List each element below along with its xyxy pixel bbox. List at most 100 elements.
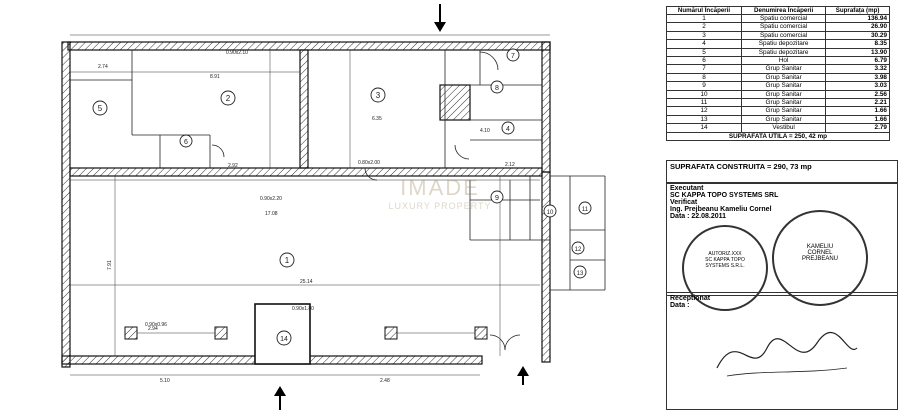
room-number: 6: [184, 139, 188, 146]
receptionat-box: Receptionat Data :: [666, 292, 898, 410]
cell-room-name: Grup Sanitar: [741, 89, 827, 100]
dim-door-b: 0.80x2.00: [358, 160, 380, 166]
dim-door-a: 0.90x2.10: [226, 50, 248, 56]
receptionat-label: Receptionat: [670, 295, 711, 302]
room-number: 4: [506, 126, 510, 133]
cell-room-number: 10: [665, 89, 743, 100]
receptionat-date: Data :: [670, 302, 690, 309]
dim-total-width: 25.14: [300, 279, 313, 285]
dim-room3-width: 6.35: [372, 116, 382, 122]
signature: [716, 332, 858, 377]
executant-date: Data : 22.08.2011: [670, 213, 727, 220]
cell-room-number: 3: [665, 30, 743, 41]
cell-room-name: Grup Sanitar: [741, 64, 827, 74]
room-number: 11: [582, 207, 589, 213]
cell-room-number: 7: [665, 64, 743, 74]
cell-room-number: 8: [665, 72, 743, 83]
cell-room-area: 3.98: [825, 72, 890, 83]
built-area-box: SUPRAFATA CONSTRUITA = 290, 73 mp: [666, 160, 898, 184]
room-number: 12: [575, 247, 582, 253]
room-number: 3: [376, 91, 381, 100]
cell-room-name: Spatiu comercial: [741, 22, 827, 32]
cell-room-number: 11: [665, 98, 743, 108]
cell-room-name: Hol: [741, 56, 827, 66]
door-arcs: [211, 51, 521, 351]
cell-room-number: 5: [665, 47, 743, 58]
cell-room-name: Spatiu comercial: [741, 13, 827, 24]
cell-room-number: 1: [665, 13, 743, 24]
room-number: 7: [511, 53, 515, 60]
dim-bottom-b: 2.48: [380, 378, 390, 384]
dim-bottom-c: 2.94: [148, 326, 158, 332]
cell-room-number: 4: [665, 39, 743, 49]
cell-room-name: Spatiu depozitare: [741, 39, 827, 49]
cell-room-area: 3.03: [825, 81, 890, 91]
executant-company: SC KAPPA TOPO SYSTEMS SRL: [670, 192, 779, 199]
cell-room-number: 12: [665, 106, 743, 116]
room-number: 9: [495, 195, 499, 202]
watermark-tagline: LUXURY PROPERTY: [388, 201, 492, 211]
cell-room-name: Spatiu comercial: [741, 30, 827, 41]
cell-room-name: Vestibul: [741, 123, 827, 133]
dim-window-c: 0.90x1.80: [292, 306, 314, 312]
dim-room2-width: 8.91: [210, 74, 220, 80]
cell-room-area: 2.79: [825, 123, 890, 133]
dim-window-b: 0.90x2.20: [260, 196, 282, 202]
executant-box: Executant SC KAPPA TOPO SYSTEMS SRL Veri…: [666, 182, 898, 296]
watermark-brand: IMADE: [400, 175, 480, 200]
interior-walls: [70, 50, 606, 365]
cell-room-name: Grup Sanitar: [741, 114, 827, 125]
dim-height-b: 4.10: [480, 128, 490, 134]
cell-room-name: Spatiu depozitare: [741, 47, 827, 58]
cell-room-number: 6: [665, 56, 743, 66]
entry-arrows: [274, 4, 529, 410]
cell-room-area: 2.21: [825, 98, 890, 108]
engineer-seal: KAMELIU CORNEL PREJBEANU: [772, 210, 868, 306]
dim-height-a: 7.91: [107, 260, 113, 270]
room-number: 10: [547, 210, 554, 216]
cell-room-area: 13.90: [825, 47, 890, 58]
room-labels: 1 2 3 4 5 6 7 8 9 10 11 12 13 14: [92, 48, 592, 346]
room-number: 1: [285, 256, 290, 265]
dim-mid-width: 17.08: [265, 211, 278, 217]
cell-room-name: Grup Sanitar: [741, 106, 827, 116]
legend-panel: Numărul Încăperii Denumirea Încăperii Su…: [662, 0, 900, 412]
rooms-table: Numărul Încăperii Denumirea Încăperii Su…: [665, 6, 890, 142]
cell-room-area: 1.66: [825, 114, 890, 125]
cell-room-area: 3.32: [825, 64, 890, 74]
cell-room-name: Grup Sanitar: [741, 81, 827, 91]
dim-room5-width: 2.74: [98, 64, 108, 70]
cell-room-number: 2: [665, 22, 743, 32]
cell-room-area: 1.66: [825, 106, 890, 116]
cell-room-area: 136.94: [825, 13, 890, 24]
cell-room-number: 14: [665, 123, 743, 133]
dimension-text: 25.14 17.08 8.91 6.35 2.74 0.90x0.96 0.9…: [98, 50, 515, 384]
cell-room-area: 8.35: [825, 39, 890, 49]
room-number: 5: [98, 104, 103, 113]
engineer-name: Ing. Prejbeanu Kameliu Cornel: [670, 206, 772, 213]
cell-room-name: Grup Sanitar: [741, 72, 827, 83]
room-number: 8: [495, 85, 499, 92]
room-number: 14: [280, 336, 288, 343]
floor-plan: 1 2 3 4 5 6 7 8 9 10 11 12 13 14 25.14 1…: [61, 4, 606, 410]
cell-room-area: 2.56: [825, 89, 890, 100]
room-number: 2: [226, 94, 231, 103]
cell-room-number: 13: [665, 114, 743, 125]
verificat-label: Verificat: [670, 199, 698, 206]
dim-window-a: 0.90x0.96: [145, 322, 167, 328]
cell-room-area: 6.79: [825, 56, 890, 66]
dimension-lines: [70, 34, 550, 376]
dim-bottom-a: 5.10: [160, 378, 170, 384]
